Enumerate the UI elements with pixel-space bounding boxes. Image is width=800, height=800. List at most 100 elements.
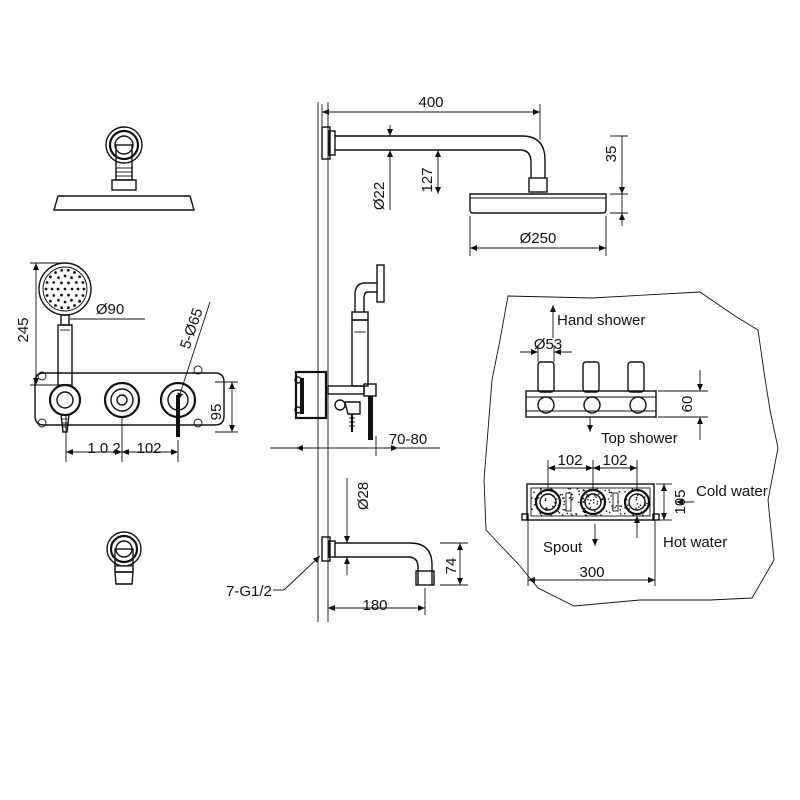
cast-texture-dot (638, 506, 640, 508)
spray-hole (44, 287, 48, 291)
cast-texture-dot (531, 497, 533, 499)
cast-texture-dot (608, 489, 610, 491)
cast-texture-dot (631, 488, 634, 490)
spray-hole (56, 287, 60, 291)
cast-texture-dot (595, 514, 597, 517)
cast-texture-dot (540, 514, 543, 517)
spray-hole (76, 287, 80, 291)
spout-height-dim: 74 (443, 558, 460, 575)
dimension-lines-left (30, 262, 238, 462)
arm-diameter-dim: Ø22 (371, 182, 388, 210)
spray-hole (54, 304, 57, 307)
cast-texture-dot (552, 505, 554, 508)
cast-texture-dot (627, 504, 629, 507)
valve-body-front-view (521, 483, 660, 521)
cast-texture-dot (594, 510, 596, 513)
spray-hole (50, 287, 54, 291)
cast-texture-dot (595, 496, 597, 499)
spray-hole (66, 268, 70, 272)
cast-texture-dot (571, 493, 573, 496)
cast-texture-dot (559, 494, 562, 496)
spray-hole (45, 281, 49, 284)
shower-head-icon (53, 126, 195, 211)
detail-outline (483, 291, 779, 607)
cast-texture-dot (566, 512, 569, 515)
spray-hole (52, 294, 56, 297)
cast-texture-dot (540, 489, 542, 491)
cast-texture-dot (571, 514, 574, 517)
spray-hole (60, 293, 63, 297)
dimension-lines-center (270, 104, 628, 615)
cast-texture-dot (596, 503, 598, 505)
cast-texture-dot (590, 499, 592, 502)
spray-hole (57, 298, 60, 302)
cast-texture-dot (539, 513, 542, 515)
cast-texture-dot (642, 514, 644, 516)
cast-texture-dot (549, 487, 552, 489)
cast-texture-dot (582, 497, 585, 500)
spout-icon (106, 531, 142, 585)
cast-texture-dot (623, 512, 626, 515)
plate-height-dim: 95 (208, 404, 225, 421)
cast-texture-dot (562, 508, 564, 511)
spray-hole (74, 294, 78, 297)
ceiling-drop-dim: 35 (603, 146, 620, 163)
cast-texture-dot (575, 513, 577, 515)
cast-texture-dot (576, 488, 579, 490)
cast-texture-dot (578, 490, 580, 492)
cast-texture-dot (636, 494, 639, 497)
cast-texture-dot (545, 507, 548, 509)
cast-texture-dot (578, 493, 580, 496)
spray-hole (67, 293, 70, 297)
hand-shower-label: Hand shower (557, 312, 645, 329)
cast-texture-dot (635, 507, 637, 510)
cast-texture-dot (531, 508, 533, 511)
cast-texture-dot (589, 506, 591, 509)
cast-texture-dot (598, 493, 600, 495)
cast-texture-dot (593, 499, 595, 501)
cast-texture-dot (615, 505, 618, 507)
side-elevation (294, 102, 607, 622)
hand-shower-icon (38, 262, 92, 386)
cast-texture-dot (582, 501, 584, 503)
cast-texture-dot (585, 514, 588, 517)
cast-texture-dot (596, 487, 598, 490)
cast-texture-dot (618, 490, 621, 493)
cast-texture-dot (561, 514, 564, 516)
cast-texture-dot (533, 504, 536, 506)
cast-texture-dot (558, 512, 561, 514)
wall-projection-dim: 70-80 (389, 431, 427, 448)
spray-hole (81, 281, 85, 284)
spray-hole (54, 271, 57, 274)
cast-texture-dot (586, 493, 588, 496)
hand-shower-diameter-dim: Ø90 (96, 301, 124, 318)
cast-texture-dot (561, 493, 564, 496)
cast-texture-dot (570, 513, 572, 515)
valve-width-dim: 300 (579, 564, 604, 581)
spray-hole (60, 281, 63, 285)
arm-length-dim: 400 (418, 94, 443, 111)
spray-hole (82, 287, 86, 291)
mixer-valve-icon (34, 365, 225, 437)
cast-texture-dot (594, 495, 596, 497)
arm-rise-dim: 127 (419, 167, 436, 192)
cast-texture-dot (563, 503, 565, 506)
valve-spacing-left-dim: 102 (557, 452, 582, 469)
cast-texture-dot (619, 509, 622, 511)
spray-hole (78, 299, 81, 303)
cast-texture-dot (604, 489, 607, 492)
cast-texture-dot (563, 497, 565, 499)
spray-hole (70, 298, 73, 302)
cast-texture-dot (588, 502, 591, 505)
cast-texture-dot (601, 498, 604, 500)
cast-texture-dot (610, 491, 613, 494)
cast-texture-dot (639, 504, 642, 507)
cast-texture-dot (605, 510, 608, 512)
spray-hole (73, 271, 76, 274)
spray-hole (63, 300, 67, 304)
outlet-diameter-dim: Ø53 (534, 336, 562, 353)
cover-plate-holes-dim: 5-Ø65 (177, 306, 207, 351)
cast-texture-dot (554, 502, 556, 504)
cast-texture-dot (571, 498, 573, 501)
